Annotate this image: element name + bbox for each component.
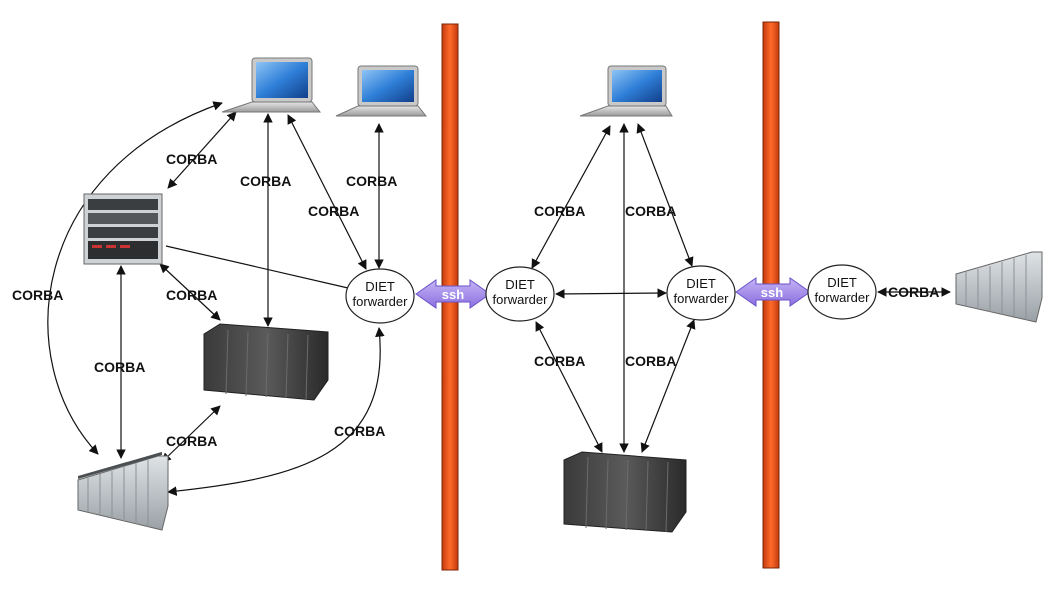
corba-label: CORBA — [534, 353, 585, 369]
corba-label: CORBA — [534, 203, 585, 219]
forwarder-line2: forwarder — [353, 294, 409, 309]
diet-forwarder-4: DIET forwarder — [807, 264, 877, 320]
ssh-label: ssh — [442, 287, 464, 302]
connections — [47, 101, 951, 496]
ssh-tunnel-left: ssh — [415, 279, 491, 309]
diet-forwarder-1: DIET forwarder — [345, 268, 415, 324]
edge-server-forwarder1 — [165, 245, 349, 289]
edge-laptop3-forwarder3 — [636, 123, 694, 267]
forwarder-line1: DIET — [505, 277, 535, 292]
corba-label: CORBA — [12, 287, 63, 303]
edge-forwarder1-super — [167, 327, 385, 496]
edge-laptop1-server — [167, 111, 237, 189]
corba-label: CORBA — [166, 151, 217, 167]
ssh-label: ssh — [761, 285, 783, 300]
forwarder-line2: forwarder — [674, 291, 730, 306]
supercomputer-icon — [955, 251, 1043, 323]
cluster-icon — [203, 323, 329, 401]
rack-server-icon — [83, 193, 163, 265]
corba-label: CORBA — [888, 284, 939, 300]
edge-laptop1-super — [47, 101, 223, 455]
edge-forwarder2-cluster2 — [535, 321, 603, 453]
edge-server-cluster — [159, 263, 221, 321]
corba-label: CORBA — [334, 423, 385, 439]
supercomputer-icon — [77, 451, 169, 531]
cluster-icon — [563, 451, 687, 533]
forwarder-line1: DIET — [686, 276, 716, 291]
corba-label: CORBA — [94, 359, 145, 375]
corba-label: CORBA — [166, 433, 217, 449]
laptop-icon — [335, 65, 428, 117]
corba-label: CORBA — [625, 203, 676, 219]
corba-label: CORBA — [308, 203, 359, 219]
forwarder-line1: DIET — [365, 279, 395, 294]
edge-forwarder3-cluster2 — [640, 319, 696, 453]
corba-label: CORBA — [625, 353, 676, 369]
protocol-labels: CORBA CORBA CORBA CORBA CORBA CORBA CORB… — [12, 151, 939, 449]
corba-label: CORBA — [240, 173, 291, 189]
diet-forwarder-2: DIET forwarder — [485, 266, 555, 322]
edge-forwarder2-forwarder3 — [555, 288, 667, 299]
corba-label: CORBA — [346, 173, 397, 189]
corba-label: CORBA — [166, 287, 217, 303]
forwarder-line1: DIET — [827, 275, 857, 290]
edge-laptop1-forwarder1 — [287, 114, 367, 270]
forwarder-line2: forwarder — [815, 290, 871, 305]
diet-forwarder-3: DIET forwarder — [666, 265, 736, 321]
laptop-icon — [579, 65, 673, 117]
edge-laptop3-forwarder2 — [531, 125, 611, 269]
forwarder-line2: forwarder — [493, 292, 549, 307]
laptop-icon — [221, 57, 322, 113]
